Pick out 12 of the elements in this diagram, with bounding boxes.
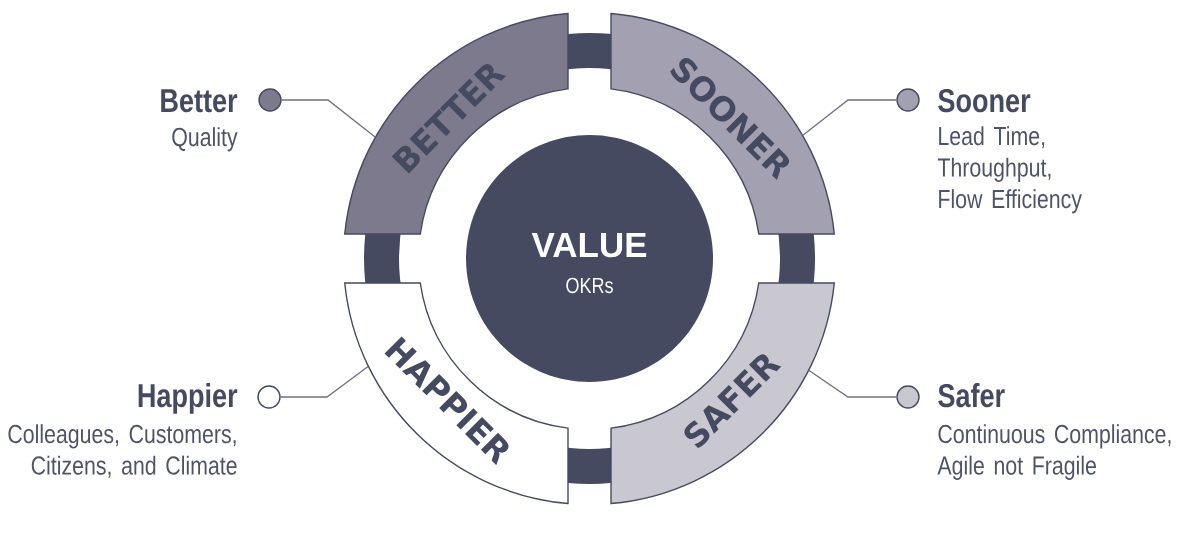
leader-line xyxy=(280,365,370,398)
description: Continuous Compliance, Agile not Fragile xyxy=(937,424,1171,480)
leader-line xyxy=(281,99,377,138)
heading: Safer xyxy=(938,383,1005,408)
leader-line xyxy=(801,99,897,137)
description: Quality xyxy=(172,127,238,152)
heading: Happier xyxy=(138,383,238,414)
heading: Sooner xyxy=(938,88,1031,113)
description: Lead Time, Throughput, Flow Efficiency xyxy=(937,126,1082,214)
heading: Better xyxy=(161,89,238,113)
leader-line xyxy=(808,369,897,398)
description: Colleagues, Customers, Citizens, and Climate xyxy=(8,424,237,478)
